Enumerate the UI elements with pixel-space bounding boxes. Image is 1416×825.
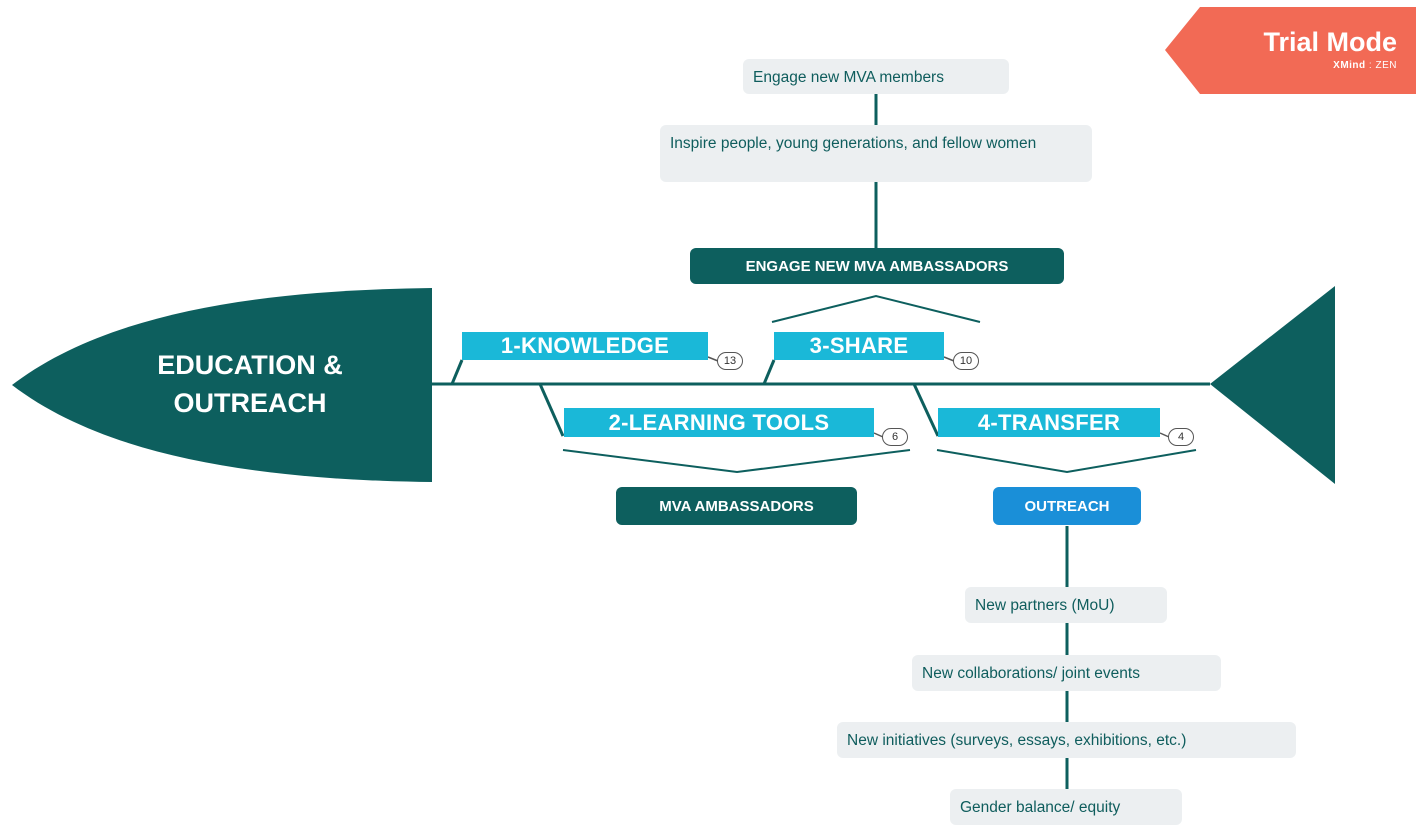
brand-name: XMind	[1333, 60, 1366, 71]
badge-leader-learning	[873, 432, 884, 438]
category-transfer[interactable]: 4-TRANSFER	[938, 408, 1160, 437]
brace-transfer	[936, 449, 1197, 474]
badge-leader-knowledge	[707, 356, 719, 362]
brand-separator: :	[1365, 60, 1376, 71]
topic-engage-ambassadors[interactable]: ENGAGE NEW MVA AMBASSADORS	[690, 248, 1064, 284]
brace-learning-tools	[562, 449, 911, 474]
category-transfer-count[interactable]: 4	[1168, 428, 1194, 446]
subtopic-gender-balance[interactable]: Gender balance/ equity	[950, 789, 1182, 825]
subtopic-new-partners[interactable]: New partners (MoU)	[965, 587, 1167, 623]
bone-share	[762, 359, 776, 385]
category-share-count[interactable]: 10	[953, 352, 979, 370]
trial-mode-title: Trial Mode	[1263, 27, 1397, 57]
trial-badge-shape	[1165, 7, 1416, 94]
brand-suffix: ZEN	[1375, 60, 1397, 71]
category-knowledge[interactable]: 1-KNOWLEDGE	[462, 332, 708, 360]
topic-mva-ambassadors[interactable]: MVA AMBASSADORS	[616, 487, 857, 525]
bone-transfer	[912, 383, 940, 437]
category-learning-tools[interactable]: 2-LEARNING TOOLS	[564, 408, 874, 437]
subtopic-new-collaborations[interactable]: New collaborations/ joint events	[912, 655, 1221, 691]
fish-head-shape[interactable]	[12, 288, 432, 482]
bone-learning-tools	[538, 383, 565, 437]
category-learning-tools-count[interactable]: 6	[882, 428, 908, 446]
bone-knowledge	[450, 359, 464, 385]
subtopic-engage-members[interactable]: Engage new MVA members	[743, 59, 1009, 94]
topic-outreach[interactable]: OUTREACH	[993, 487, 1141, 525]
category-share[interactable]: 3-SHARE	[774, 332, 944, 360]
fish-tail-shape	[1210, 286, 1335, 484]
badge-leader-transfer	[1159, 432, 1170, 438]
brace-share	[771, 294, 981, 323]
trial-mode-badge: Trial Mode XMind : ZEN	[1165, 7, 1416, 94]
subtopic-inspire-people[interactable]: Inspire people, young generations, and f…	[660, 125, 1092, 182]
category-knowledge-count[interactable]: 13	[717, 352, 743, 370]
trial-mode-brand: XMind : ZEN	[1333, 60, 1397, 72]
fish-head-title: EDUCATION & OUTREACH	[157, 350, 343, 418]
subtopic-new-initiatives[interactable]: New initiatives (surveys, essays, exhibi…	[837, 722, 1296, 758]
badge-leader-share	[943, 356, 955, 362]
